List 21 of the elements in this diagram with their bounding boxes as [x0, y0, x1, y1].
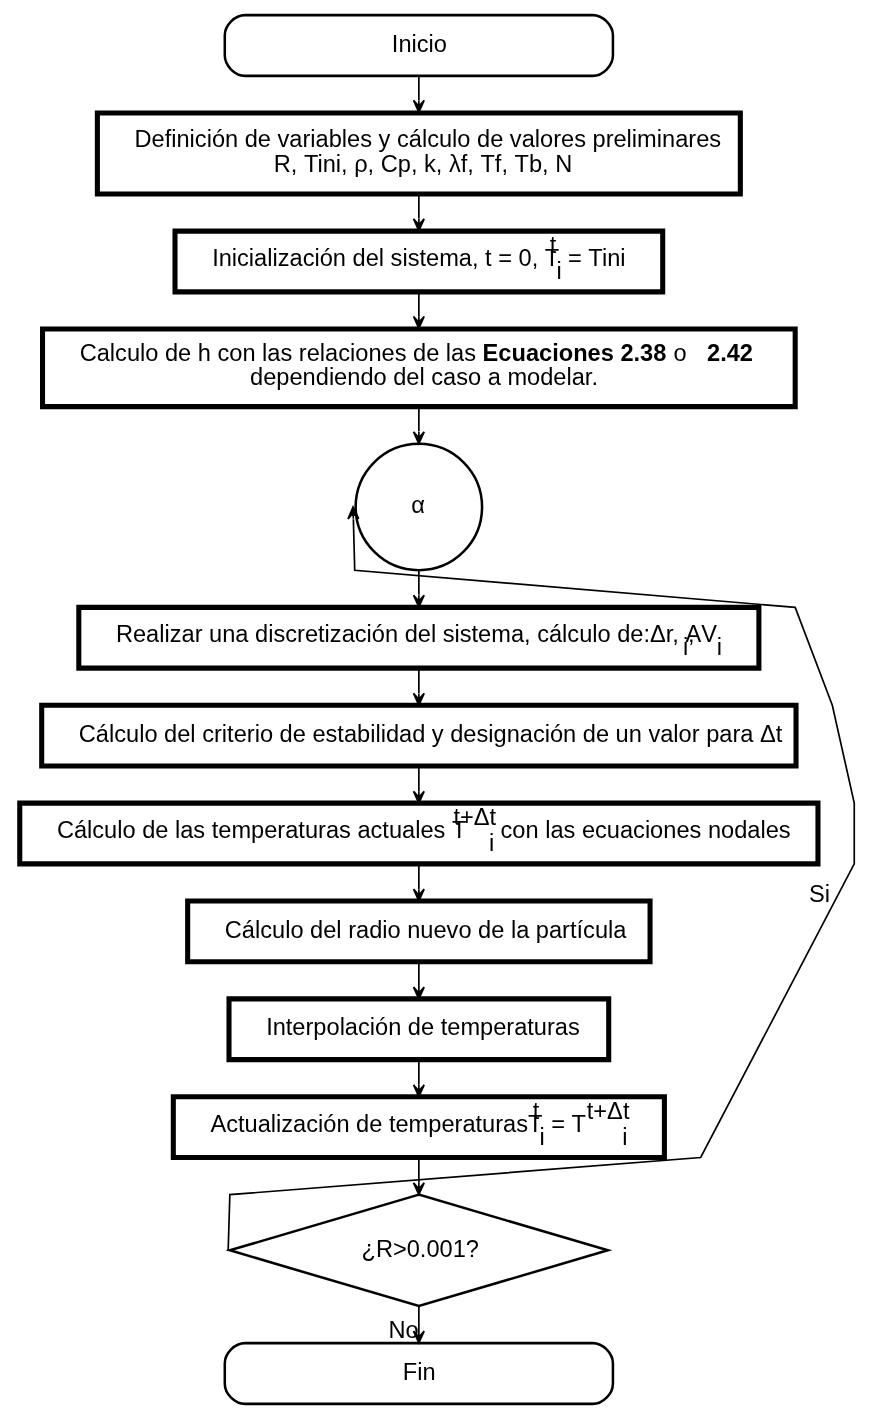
node-circle: α: [353, 442, 483, 572]
arrow: [412, 765, 425, 804]
arrow: [412, 75, 425, 114]
node-box: Cálculo del radio nuevo de la partícula: [184, 898, 653, 965]
arrow: [412, 570, 425, 608]
node-box: Interpolación de temperaturas: [226, 996, 611, 1063]
arrow: [226, 506, 855, 1252]
arrow: [412, 961, 425, 1000]
node-box: Inicio: [223, 13, 614, 78]
node-box: Fin: [223, 1341, 614, 1406]
arrow: [412, 291, 425, 330]
arrow: [412, 406, 425, 445]
node-box: Cálculo del criterio de estabilidad y designación de un valor para Δt: [38, 702, 799, 769]
node-box: Calculo de h con las relaciones de las Ecuaciones 2.38 o 2.42 dependiendo del caso a modelar.: [39, 326, 798, 410]
arrow: [412, 193, 425, 232]
arrow: [412, 1157, 425, 1196]
arrow: [412, 863, 425, 902]
edge-label: No: [387, 1316, 419, 1343]
edge-label: Si: [808, 881, 830, 908]
node-diamond: ¿R>0.001?: [224, 1193, 612, 1308]
node-box: Definición de variables y cálculo de valores preliminares R, Tini, ρ, Cp, k, λf, Tf, Tb, N: [94, 110, 743, 197]
